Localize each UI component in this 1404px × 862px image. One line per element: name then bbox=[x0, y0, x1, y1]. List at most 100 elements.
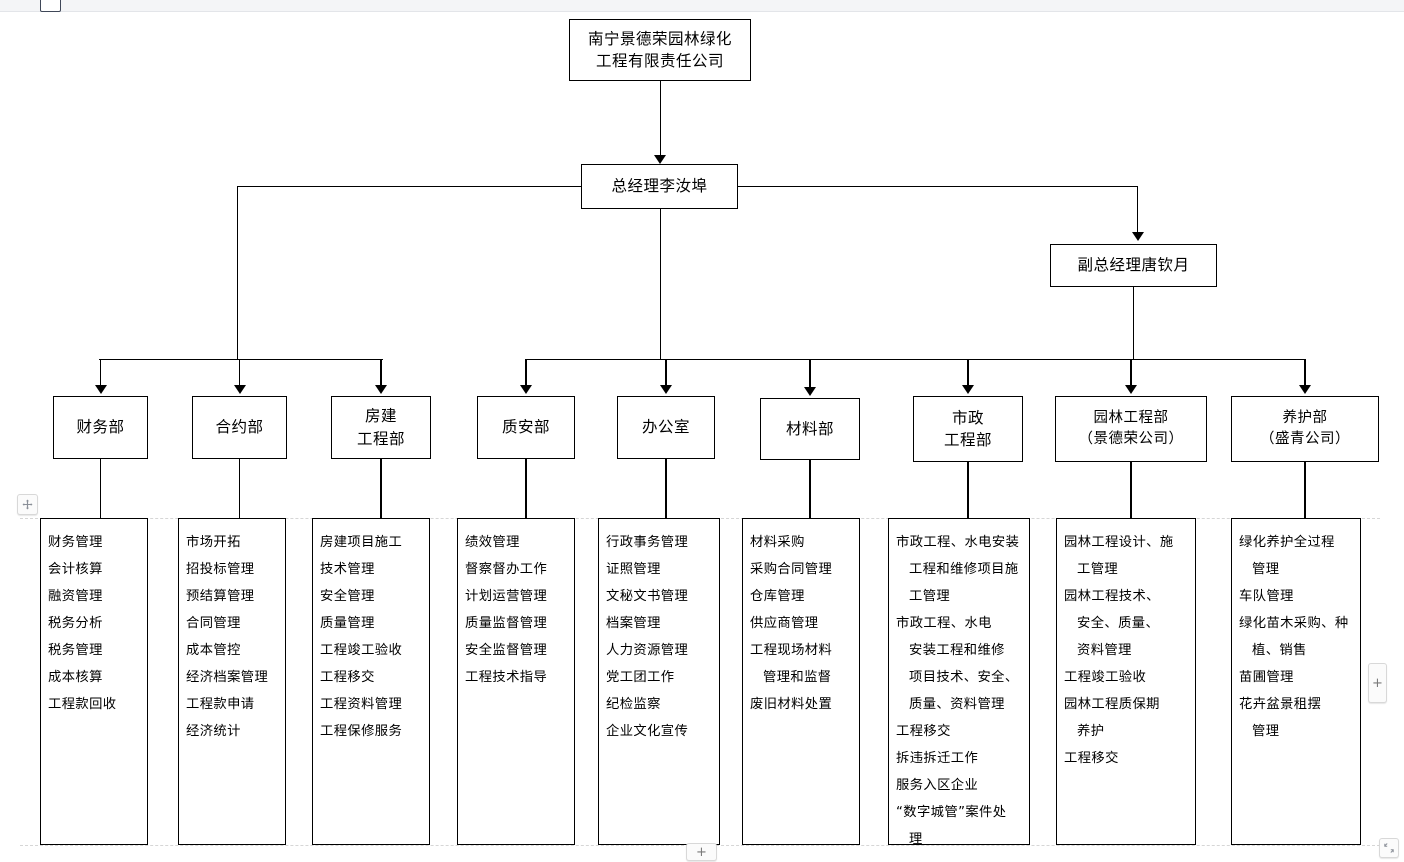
responsibility-list-4[interactable]: 绩效管理督察督办工作计划运营管理质量监督管理安全监督管理工程技术指导 bbox=[457, 518, 575, 845]
general-manager-box[interactable]: 总经理李汝埠 bbox=[581, 164, 738, 209]
add-column-label: + bbox=[1372, 675, 1383, 691]
list-item: 工程技术指导 bbox=[465, 670, 548, 685]
list-item: 税务管理 bbox=[48, 643, 103, 658]
list-item: 党工团工作 bbox=[606, 670, 675, 685]
list-item: 园林工程质保期 养护 bbox=[1064, 697, 1160, 739]
list-item: 绿化苗木采购、种 植、销售 bbox=[1239, 616, 1349, 658]
dept-to-list-line bbox=[1130, 462, 1132, 518]
department-box-8[interactable]: 园林工程部 （景德荣公司） bbox=[1055, 396, 1207, 462]
responsibility-list-9[interactable]: 绿化养护全过程 管理车队管理绿化苗木采购、种 植、销售苗圃管理花卉盆景租摆 管理 bbox=[1231, 518, 1361, 845]
dept-stem-line bbox=[238, 359, 241, 386]
responsibility-list-1[interactable]: 财务管理会计核算融资管理税务分析税务管理成本核算工程款回收 bbox=[40, 518, 148, 845]
department-box-7[interactable]: 市政 工程部 bbox=[913, 396, 1023, 462]
list-item: 税务分析 bbox=[48, 616, 103, 631]
department-box-4[interactable]: 质安部 bbox=[477, 396, 575, 459]
list-item: 文秘文书管理 bbox=[606, 589, 689, 604]
dept-stem-line bbox=[665, 359, 667, 386]
list-item: 督察督办工作 bbox=[465, 562, 548, 577]
arrow-to-deputy bbox=[1132, 232, 1144, 241]
dept-arrow bbox=[1125, 385, 1137, 394]
list-item: 技术管理 bbox=[320, 562, 375, 577]
add-row-button[interactable]: + bbox=[686, 843, 717, 861]
distributor-bar-left bbox=[99, 359, 383, 361]
list-item: 经济统计 bbox=[186, 724, 241, 739]
dept-stem-line bbox=[967, 359, 969, 386]
department-box-3[interactable]: 房建 工程部 bbox=[331, 396, 431, 459]
list-item: 车队管理 bbox=[1239, 589, 1294, 604]
line-gm-center-down bbox=[659, 209, 661, 360]
resize-corner-icon[interactable] bbox=[1379, 838, 1399, 858]
list-item: 工程款回收 bbox=[48, 697, 117, 712]
dept-stem-line bbox=[380, 359, 382, 386]
page-tab-icon[interactable] bbox=[40, 0, 61, 12]
list-item: 质量监督管理 bbox=[465, 616, 548, 631]
dept-arrow bbox=[520, 385, 532, 394]
list-item: 供应商管理 bbox=[750, 616, 819, 631]
list-item: 拆违拆迁工作 bbox=[896, 751, 979, 766]
line-gm-left bbox=[237, 186, 581, 188]
responsibility-list-3[interactable]: 房建项目施工技术管理安全管理质量管理工程竣工验收工程移交工程资料管理工程保修服务 bbox=[312, 518, 430, 845]
list-item: 仓库管理 bbox=[750, 589, 805, 604]
list-item: 工程现场材料 管理和监督 bbox=[750, 643, 833, 685]
list-item: 成本管控 bbox=[186, 643, 241, 658]
dept-arrow bbox=[660, 385, 672, 394]
add-column-button[interactable]: + bbox=[1368, 663, 1387, 703]
dept-to-list-line bbox=[99, 459, 102, 518]
responsibility-list-5[interactable]: 行政事务管理证照管理文秘文书管理档案管理人力资源管理党工团工作纪检监察企业文化宣… bbox=[598, 518, 720, 845]
list-item: 市政工程、水电安装 工程和维修项目施 工管理 bbox=[896, 535, 1020, 604]
list-item: 成本核算 bbox=[48, 670, 103, 685]
dept-to-list-line bbox=[809, 460, 811, 518]
list-item: 企业文化宣传 bbox=[606, 724, 689, 739]
dept-arrow bbox=[1299, 385, 1311, 394]
move-handle-icon[interactable] bbox=[17, 494, 38, 515]
dept-stem-line bbox=[1304, 359, 1306, 386]
list-item: 纪检监察 bbox=[606, 697, 661, 712]
list-item: 招投标管理 bbox=[186, 562, 255, 577]
dept-to-list-line bbox=[380, 459, 382, 518]
dept-arrow bbox=[375, 385, 387, 394]
line-deputy-down bbox=[1133, 287, 1135, 360]
list-item: 工程移交 bbox=[896, 724, 951, 739]
list-item: 预结算管理 bbox=[186, 589, 255, 604]
company-box[interactable]: 南宁景德荣园林绿化 工程有限责任公司 bbox=[569, 19, 751, 81]
list-item: 市场开拓 bbox=[186, 535, 241, 550]
distributor-bar-right bbox=[526, 359, 1306, 361]
dept-arrow bbox=[94, 385, 107, 394]
responsibility-list-7[interactable]: 市政工程、水电安装 工程和维修项目施 工管理市政工程、水电 安装工程和维修 项目… bbox=[888, 518, 1030, 845]
department-box-5[interactable]: 办公室 bbox=[617, 396, 715, 459]
list-item: 废旧材料处置 bbox=[750, 697, 833, 712]
dept-arrow bbox=[962, 385, 974, 394]
list-item: 采购合同管理 bbox=[750, 562, 833, 577]
department-box-9[interactable]: 养护部 （盛青公司） bbox=[1231, 396, 1379, 462]
department-box-2[interactable]: 合约部 bbox=[192, 396, 287, 459]
dept-to-list-line bbox=[238, 459, 241, 518]
dept-to-list-line bbox=[967, 462, 969, 518]
dept-to-list-line bbox=[665, 459, 667, 518]
list-item: “数字城管”案件处 理 bbox=[896, 805, 1007, 845]
list-item: 绩效管理 bbox=[465, 535, 520, 550]
department-box-1[interactable]: 财务部 bbox=[53, 396, 148, 459]
dept-arrow bbox=[804, 387, 816, 396]
deputy-general-manager-box[interactable]: 副总经理唐钦月 bbox=[1050, 244, 1217, 287]
list-item: 绿化养护全过程 管理 bbox=[1239, 535, 1335, 577]
list-item: 财务管理 bbox=[48, 535, 103, 550]
arrow-company-to-gm bbox=[654, 155, 666, 164]
dept-to-list-line bbox=[525, 459, 527, 518]
dept-stem-line bbox=[809, 359, 811, 388]
list-item: 档案管理 bbox=[606, 616, 661, 631]
list-item: 经济档案管理 bbox=[186, 670, 269, 685]
list-item: 苗圃管理 bbox=[1239, 670, 1294, 685]
responsibility-list-8[interactable]: 园林工程设计、施 工管理园林工程技术、 安全、质量、 资料管理工程竣工验收园林工… bbox=[1056, 518, 1196, 845]
list-item: 市政工程、水电 安装工程和维修 项目技术、安全、 质量、资料管理 bbox=[896, 616, 1019, 712]
list-item: 工程保修服务 bbox=[320, 724, 403, 739]
department-box-6[interactable]: 材料部 bbox=[760, 398, 860, 460]
list-item: 花卉盆景租摆 管理 bbox=[1239, 697, 1322, 739]
list-item: 质量管理 bbox=[320, 616, 375, 631]
responsibility-list-6[interactable]: 材料采购采购合同管理仓库管理供应商管理工程现场材料 管理和监督废旧材料处置 bbox=[742, 518, 860, 845]
list-item: 融资管理 bbox=[48, 589, 103, 604]
responsibility-list-2[interactable]: 市场开拓招投标管理预结算管理合同管理成本管控经济档案管理工程款申请经济统计 bbox=[178, 518, 286, 845]
list-item: 证照管理 bbox=[606, 562, 661, 577]
list-item: 工程竣工验收 bbox=[1064, 670, 1147, 685]
list-item: 材料采购 bbox=[750, 535, 805, 550]
